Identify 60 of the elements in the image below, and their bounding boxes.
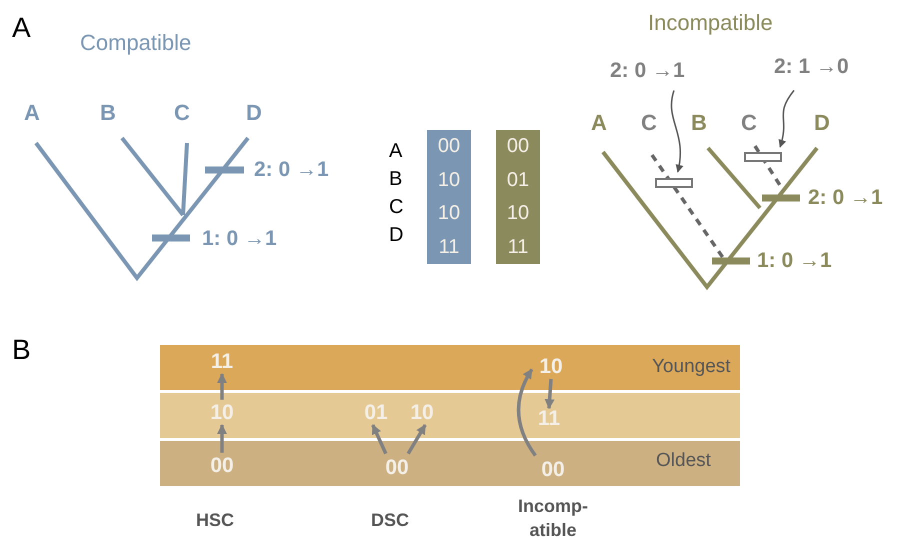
taxon-label: D — [814, 110, 830, 136]
taxon-label: B — [691, 110, 707, 136]
state-code: 11 — [206, 350, 238, 374]
taxon-label: C — [741, 110, 757, 136]
panel-letter: B — [12, 334, 31, 366]
mutation-label: 2: 0 →1 — [610, 58, 692, 84]
state-code: 11 — [533, 407, 565, 431]
state-code: 01 — [360, 401, 392, 425]
hollow-marker — [744, 152, 782, 162]
state-code: 11 — [508, 236, 528, 259]
mutation-label: 1: 0 →1 — [757, 249, 832, 273]
arrow — [516, 368, 537, 457]
taxon-label: A — [591, 110, 607, 136]
row-label: C — [389, 196, 404, 219]
taxon-label: B — [100, 100, 116, 126]
panel-heading: Incompatible — [648, 10, 773, 36]
panel-letter: A — [12, 12, 31, 44]
state-code: 10 — [535, 355, 567, 379]
taxon-label: C — [174, 100, 190, 126]
taxon-label: A — [24, 100, 40, 126]
state-code: 00 — [381, 456, 413, 480]
column-label: Incomp- atible — [517, 495, 589, 542]
row-label: A — [389, 140, 402, 163]
state-code: 00 — [506, 135, 530, 158]
matrix-column — [496, 130, 540, 264]
arrow — [778, 90, 795, 148]
stratum-band — [160, 393, 740, 438]
state-code: 00 — [537, 458, 569, 482]
state-code: 10 — [438, 168, 460, 192]
row-label: B — [389, 168, 402, 191]
state-code: 00 — [206, 454, 238, 478]
hollow-marker — [655, 178, 693, 188]
mutation-label: 2: 1 →0 — [774, 54, 874, 80]
arrow — [670, 90, 684, 173]
column-label: DSC — [371, 510, 410, 531]
state-code: 00 — [438, 135, 460, 158]
row-label: D — [389, 224, 404, 247]
arrow — [544, 378, 555, 410]
arrow — [217, 424, 227, 453]
arrow — [371, 424, 388, 454]
state-code: 11 — [438, 236, 460, 259]
mutation-label: 2: 0 →1 — [254, 158, 329, 182]
stratum-band — [160, 345, 740, 390]
column-label: HSC — [196, 510, 234, 531]
arrow — [217, 373, 227, 400]
state-code: 10 — [438, 202, 460, 226]
stratum-label: Oldest — [656, 450, 711, 472]
mutation-label: 2: 0 →1 — [808, 186, 883, 210]
state-code: 10 — [406, 401, 438, 425]
state-code: 10 — [206, 401, 238, 425]
matrix-column — [427, 130, 471, 264]
stratum-band — [160, 441, 740, 486]
mutation-label: 1: 0 →1 — [202, 227, 277, 251]
state-code: 01 — [506, 168, 530, 192]
panel-heading: Compatible — [80, 30, 192, 56]
arrow — [406, 424, 427, 454]
state-code: 10 — [506, 202, 530, 226]
stratum-label: Youngest — [652, 356, 731, 378]
taxon-label: C — [641, 110, 657, 136]
taxon-label: D — [246, 100, 262, 126]
